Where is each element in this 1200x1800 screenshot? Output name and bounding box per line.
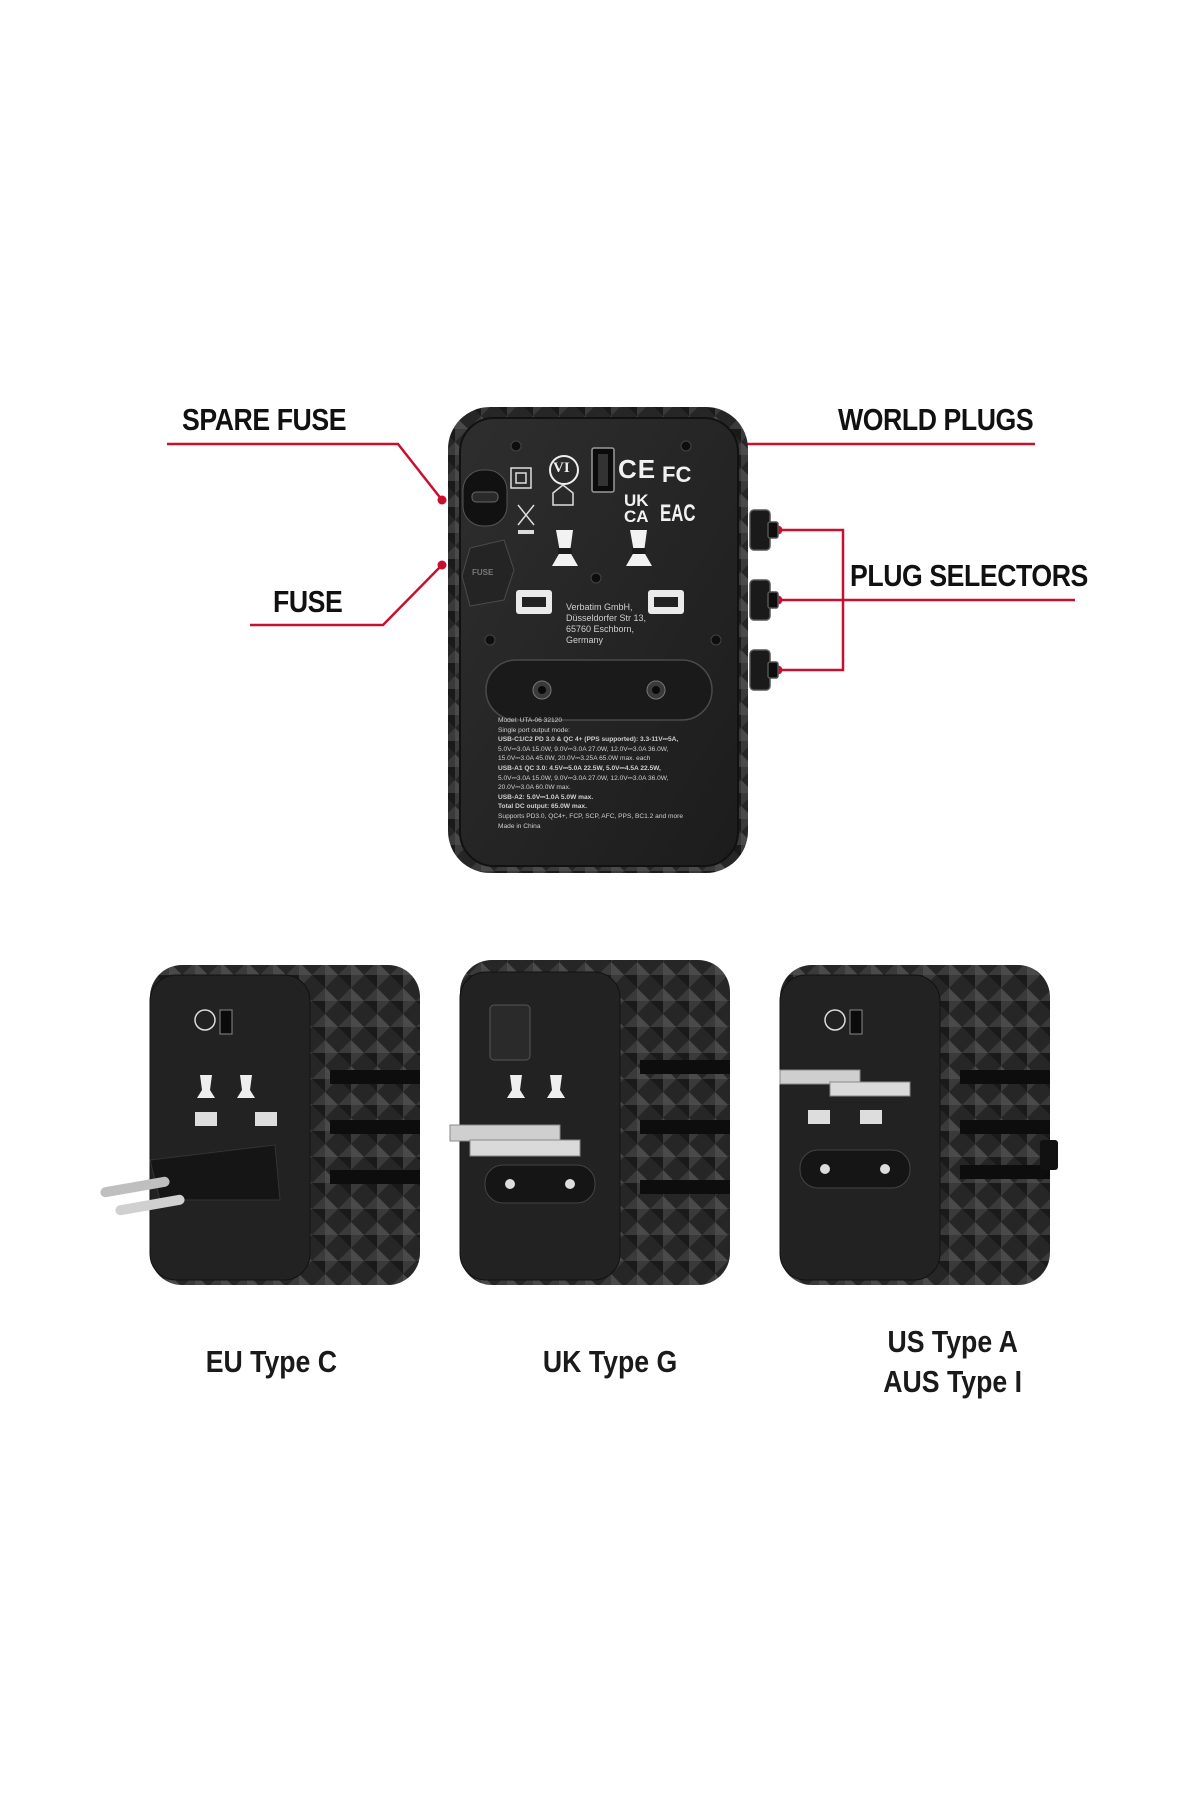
address-line: Düsseldorfer Str 13, [566, 613, 647, 623]
fuse-cap [461, 539, 515, 607]
spare-fuse-line [167, 442, 443, 501]
address-line: 65760 Eschborn, [566, 624, 635, 634]
manufacturer-address: Verbatim GmbH, Düsseldorfer Str 13, 6576… [566, 602, 646, 646]
ce-mark: CE [618, 454, 657, 484]
spec-line: USB-A1 QC 3.0: 4.5V⎓5.0A 22.5W, 5.0V⎓4.5… [498, 764, 661, 772]
fuse-cap-label: FUSE [472, 568, 494, 577]
spec-line: Model: UTA-06 32120 [498, 717, 563, 724]
spare-fuse-label: SPARE FUSE [182, 402, 347, 437]
spec-line: USB-A2: 5.0V⎓1.0A 5.0W max. [498, 793, 594, 801]
universal-sockets [552, 530, 652, 566]
spec-line: USB-C1/C2 PD 3.0 & QC 4+ (PPS supported)… [498, 736, 679, 744]
spec-line: Total DC output: 65.0W max. [498, 803, 587, 811]
fuse-line [250, 564, 443, 627]
fuse-label: FUSE [273, 584, 343, 619]
spare-fuse-slot [462, 469, 508, 527]
caption-uk-type-g: UK Type G [542, 1344, 678, 1379]
fc-mark: FC [662, 462, 692, 487]
caption-us-type-a: US Type A [887, 1324, 1018, 1359]
address-line: Verbatim GmbH, [566, 602, 633, 612]
caption-aus-type-i: AUS Type I [883, 1364, 1023, 1399]
eac-mark: EAC [660, 500, 696, 527]
address-line: Germany [566, 635, 604, 645]
caption-us-aus: US Type A AUS Type I [883, 1322, 1022, 1402]
caption-eu-type-c: EU Type C [205, 1344, 338, 1379]
spec-line: 5.0V⎓3.0A 15.0W, 9.0V⎓3.0A 27.0W, 12.0V⎓… [498, 774, 669, 782]
vi-badge: VI [553, 460, 570, 476]
spec-line: Single port output mode: [498, 726, 570, 734]
spec-line: 20.0V⎓3.0A 60.0W max. [498, 784, 571, 792]
spec-line: 15.0V⎓3.0A 45.0W, 20.0V⎓3.25A 65.0W max.… [498, 755, 651, 763]
spec-label: Model: UTA-06 32120 Single port output m… [498, 716, 730, 831]
eu-socket-recess [485, 659, 713, 721]
spec-line: 5.0V⎓3.0A 15.0W, 9.0V⎓3.0A 27.0W, 12.0V⎓… [498, 745, 669, 753]
variant-eu [100, 965, 420, 1285]
variant-us-aus [779, 965, 1058, 1285]
cert-marks [510, 447, 615, 534]
spec-line: Made in China [498, 822, 541, 830]
main-adapter [448, 407, 779, 873]
ukca-mark-bottom: CA [624, 507, 649, 526]
plug-selectors-label: PLUG SELECTORS [850, 558, 1088, 593]
plug-selector-buttons [749, 509, 779, 691]
usb-ports [516, 590, 684, 614]
world-plugs-label: WORLD PLUGS [838, 402, 1034, 437]
spec-line: Supports PD3.0, QC4+, FCP, SCP, AFC, PPS… [498, 812, 684, 820]
variant-uk [449, 960, 730, 1285]
ukca-mark-top: UK [624, 491, 649, 510]
